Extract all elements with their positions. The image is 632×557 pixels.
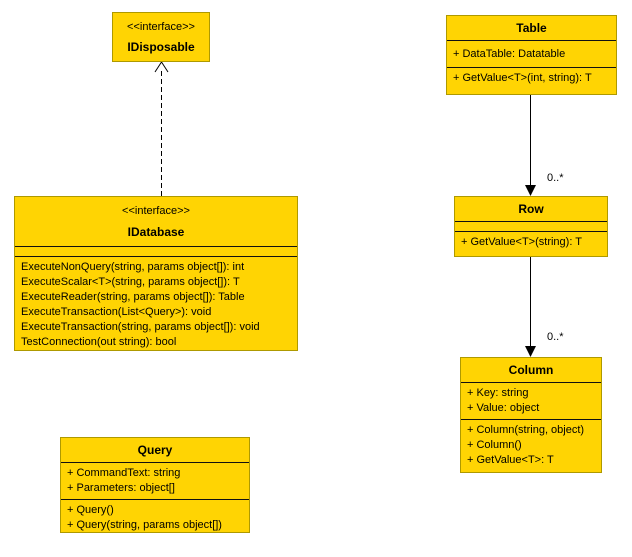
method-item: + GetValue<T>: T [467, 454, 554, 466]
method-item: + GetValue<T>(string): T [461, 236, 582, 248]
class-box-query[interactable]: Query + CommandText: string + Parameters… [60, 437, 250, 533]
method-item: + Column() [467, 439, 522, 451]
class-name: Query [137, 443, 173, 457]
attribute-item: + DataTable: Datatable [453, 47, 566, 60]
stereotype-label: <<interface>> [127, 20, 195, 33]
method-item: ExecuteNonQuery(string, params object[])… [21, 261, 245, 273]
method-item: + Query() [67, 504, 114, 516]
class-name: Column [508, 363, 554, 377]
multiplicity-label-row-column: 0..* [547, 331, 564, 343]
class-box-idisposable[interactable]: <<interface>> IDisposable [112, 12, 210, 62]
stereotype-label: <<interface>> [122, 204, 190, 217]
attributes-compartment [455, 221, 607, 231]
class-box-column[interactable]: Column + Key: string + Value: object + C… [460, 357, 602, 473]
methods-compartment: + GetValue<T>(int, string): T [447, 67, 616, 89]
attributes-compartment: + DataTable: Datatable [447, 40, 616, 67]
association-connector-row-column [525, 257, 536, 357]
class-box-table[interactable]: Table + DataTable: Datatable + GetValue<… [446, 15, 617, 95]
class-name: IDisposable [127, 39, 195, 54]
class-box-row[interactable]: Row + GetValue<T>(string): T [454, 196, 608, 257]
class-name: Row [518, 202, 544, 216]
method-item: + GetValue<T>(int, string): T [453, 72, 592, 84]
methods-compartment: + Column(string, object) + Column() + Ge… [461, 419, 601, 471]
method-item: ExecuteTransaction(List<Query>): void [21, 306, 212, 318]
method-item: ExecuteTransaction(string, params object… [21, 321, 260, 333]
class-name: Table [516, 21, 547, 35]
method-item: + Query(string, params object[]) [67, 519, 222, 531]
attribute-item: + CommandText: string [67, 467, 181, 479]
method-item: ExecuteScalar<T>(string, params object[]… [21, 276, 240, 288]
methods-compartment: + GetValue<T>(string): T [455, 231, 607, 253]
association-connector-table-row [525, 95, 536, 196]
methods-compartment: ExecuteNonQuery(string, params object[])… [15, 256, 297, 353]
class-box-idatabase[interactable]: <<interface>> IDatabase ExecuteNonQuery(… [14, 196, 298, 351]
method-item: + Column(string, object) [467, 424, 585, 436]
methods-compartment: + Query() + Query(string, params object[… [61, 499, 249, 536]
method-item: TestConnection(out string): bool [21, 336, 177, 348]
method-item: ExecuteReader(string, params object[]): … [21, 291, 245, 303]
attributes-compartment: + CommandText: string + Parameters: obje… [61, 462, 249, 499]
attribute-item: + Parameters: object[] [67, 482, 175, 494]
attribute-item: + Key: string [467, 387, 529, 399]
multiplicity-label-table-row: 0..* [547, 172, 564, 184]
attributes-compartment: + Key: string + Value: object [461, 382, 601, 419]
attributes-compartment [15, 246, 297, 256]
class-name: IDatabase [127, 224, 185, 239]
realization-connector-idatabase-idisposable [154, 61, 169, 196]
attribute-item: + Value: object [467, 402, 540, 414]
